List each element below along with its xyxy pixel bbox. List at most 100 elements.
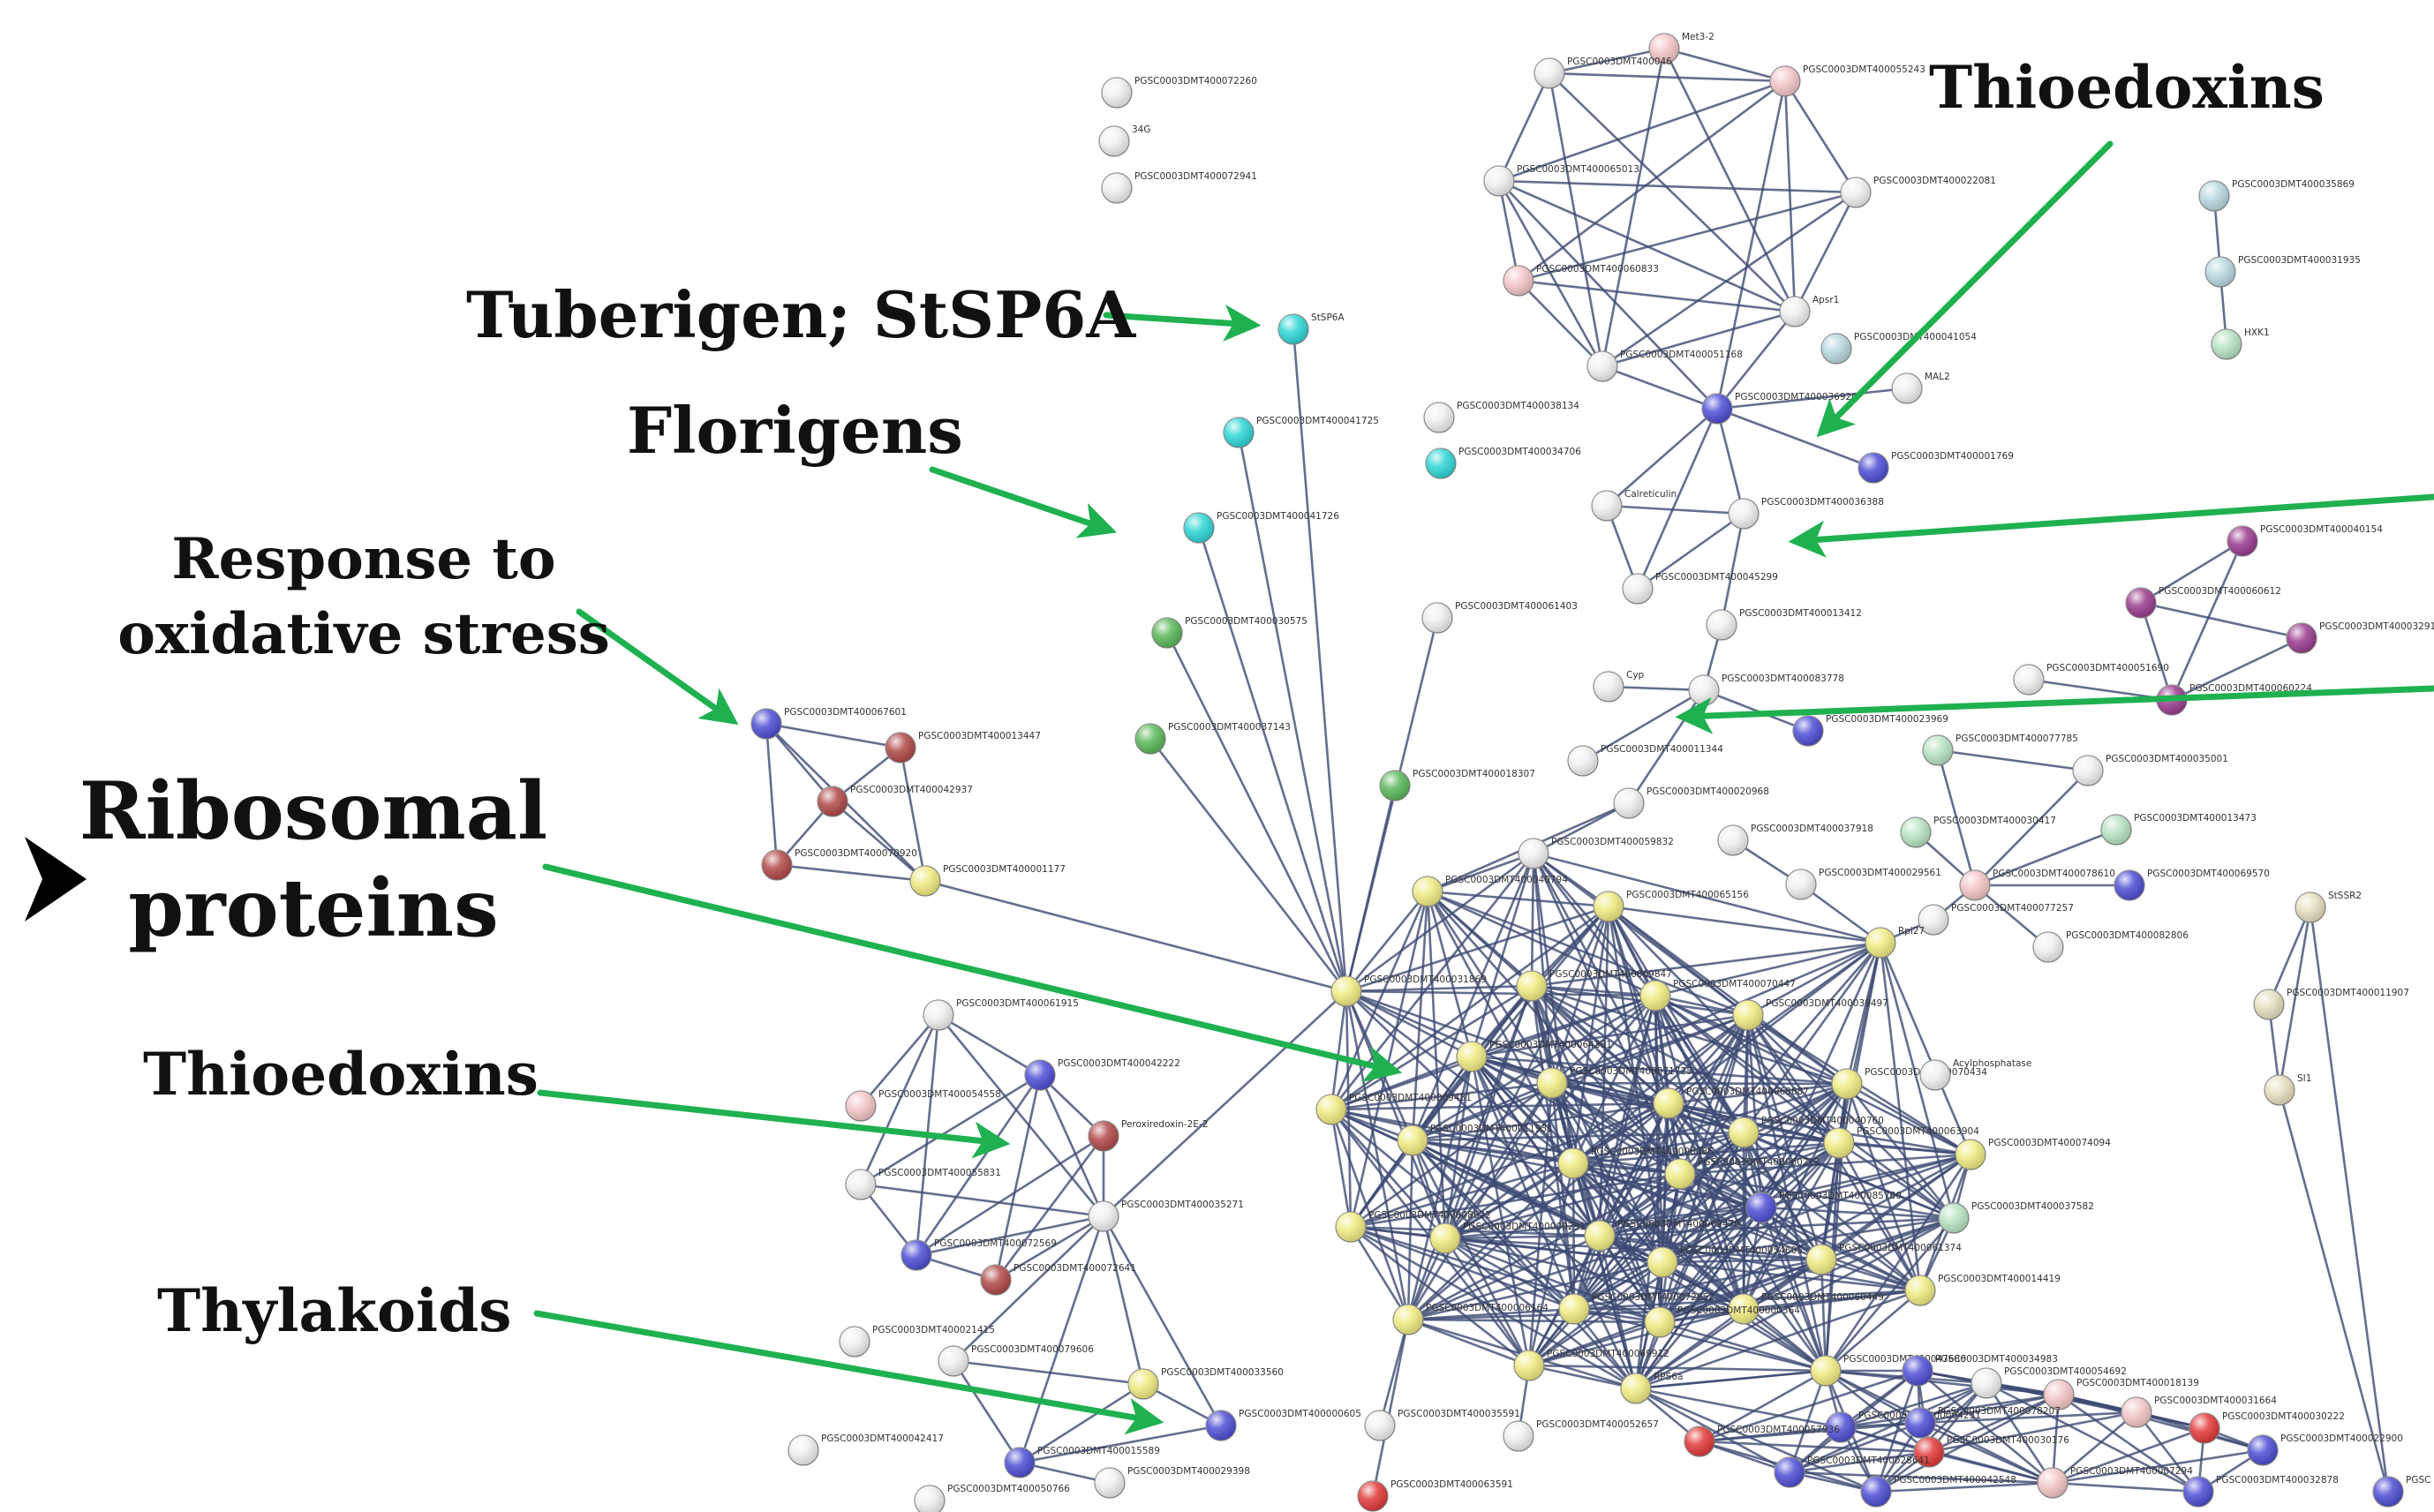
network-node[interactable]: PGSC0003DMT400035869 (2198, 179, 2355, 212)
network-node[interactable]: PGSC0003DMT400011907 (2253, 988, 2409, 1020)
network-node[interactable]: PGSC0003DMT400013473 (2100, 813, 2257, 846)
network-node[interactable]: PGSC0003DMT400001769 (1858, 451, 2014, 484)
network-node[interactable]: PGSC0003DMT400029561 (1785, 868, 1941, 900)
network-node[interactable]: PGSC0003DMT400054605 (1647, 1245, 1803, 1278)
network-node[interactable]: PGSC0003DMT400040794 (1412, 875, 1568, 907)
network-node[interactable]: PGSC0003DMT400068687 (1653, 1087, 1809, 1119)
network-node[interactable]: PGSC0003DMT400077785 (1922, 733, 2078, 766)
network-node[interactable]: PGSC0003DMT400048622 (1335, 1210, 1491, 1243)
network-node[interactable]: StSP6A (1277, 312, 1345, 345)
network-node[interactable]: PGSC0003DMT400006164 (1392, 1303, 1549, 1335)
network-node[interactable]: PGSC0003DMT400000364 (1644, 1305, 1800, 1338)
network-node[interactable]: PGSC0003DMT400051690 (2013, 663, 2169, 696)
network-node[interactable]: PGSC0003DMT400041725 (1223, 416, 1379, 448)
network-node[interactable]: PGSC0003DMT400031935 (2204, 255, 2361, 288)
network-node[interactable]: SI1 (2264, 1073, 2311, 1106)
network-node[interactable]: PGSC0003DMT400072641 (980, 1263, 1136, 1296)
network-node[interactable]: PGSC0003DMT400008386 (1557, 1147, 1714, 1179)
network-node[interactable]: PGSC0003DMT400001177 (909, 864, 1066, 897)
network-node[interactable]: PGSC0003DMT400055831 (845, 1168, 1001, 1200)
network-node[interactable]: PGSC0003DMT400014419 (1904, 1274, 2061, 1306)
network-node[interactable]: PGSC0003DMT400061915 (923, 998, 1079, 1031)
network-node[interactable]: PGSC0003DMT400064381 (1456, 1040, 1612, 1072)
network-node[interactable]: PGSC0003DMT400072260 (1101, 76, 1257, 109)
network-node[interactable]: PGSC0003DMT400038134 (1423, 401, 1579, 433)
network-node[interactable]: PGSC0003DMT400030222 (2189, 1411, 2345, 1444)
network-node[interactable]: PGSC0003DMT400009481 (1315, 1093, 1472, 1125)
network-node[interactable]: PGSC0003DMT400037143 (1134, 722, 1291, 755)
network-node[interactable]: StSSR2 (2295, 891, 2362, 923)
network-node[interactable]: PGSC0003DMT400042222 (1024, 1058, 1180, 1091)
network-node[interactable]: PGSC0003DMT400072652 (1558, 1292, 1714, 1325)
network-node[interactable]: PGSC0003DMT400035001 (2072, 754, 2228, 786)
network-node[interactable]: PGSC0003DMT400069570 (2114, 869, 2270, 901)
network-node[interactable]: PGSC0003DMT400036388 (1728, 497, 1884, 530)
network-node[interactable]: PGSC0003DMT400054558 (845, 1089, 1001, 1122)
network-node[interactable]: PGSC0003DMT400065156 (1593, 890, 1749, 922)
network-node[interactable]: PGSC0003DMT400070434 (1831, 1067, 1987, 1100)
network-node[interactable]: MAL2 (1891, 372, 1950, 404)
network-node[interactable]: PGSC0003DMT400083778 (1688, 673, 1844, 706)
network-node[interactable]: PGSC0003DMT400061374 (1805, 1243, 1962, 1275)
network-node[interactable]: PGSC0003DMT400042548 (1860, 1475, 2016, 1508)
network-node[interactable]: PGSC0003DMT400069847 (1516, 969, 1672, 1002)
network-node[interactable]: PGSC0003DMT400031664 (2121, 1395, 2277, 1428)
network-node[interactable]: PGSC0003DMT400070447 (1639, 979, 1796, 1012)
network-node[interactable]: PGSC0003DMT400071725 (1536, 1066, 1692, 1099)
network-node[interactable]: PGSC0003DMT400052657 (1503, 1419, 1659, 1452)
network-node[interactable]: PGSC0003DMT400060449 (1728, 1292, 1884, 1325)
network-node[interactable]: PGSC0003DMT400060612 (2125, 586, 2281, 619)
network-node[interactable]: PGSC0003DMT400060212 (1664, 1157, 1820, 1190)
network-node[interactable]: Apsr1 (1779, 295, 1839, 327)
network-node[interactable]: PGSC0003DMT400023969 (1792, 714, 1948, 747)
network-node[interactable]: PGSC0003DMT400057936 (1684, 1425, 1840, 1457)
network-node[interactable]: PGSC0003DMT400000605 (1205, 1409, 1361, 1441)
network-node[interactable]: Acylphosphatase (1919, 1058, 2031, 1091)
network-node[interactable]: PGSC0003DMT400060833 (1503, 264, 1659, 297)
network-node[interactable]: PGSC0003DMT400030417 (1900, 816, 2056, 848)
network-node[interactable]: PGSC0003DMT400042417 (787, 1433, 944, 1466)
network-node[interactable]: PGSC0003DMT400028641 (1774, 1456, 1930, 1488)
network-node[interactable]: PGSC0003DMT400047686 (1810, 1354, 1966, 1387)
network-node[interactable]: Peroxiredoxin-2E-2 (1088, 1119, 1208, 1152)
network-node[interactable]: PGSC0003DMT400078207 (1904, 1406, 2061, 1439)
network-node[interactable]: PGSC0003DMT400072941 (1101, 171, 1257, 204)
network-node[interactable]: PGSC0003DMT400035591 (1364, 1409, 1520, 1441)
network-node[interactable]: Met3-2 (1648, 32, 1714, 64)
network-node[interactable]: PGSC0003DMT400045299 (1622, 572, 1778, 605)
network-node[interactable]: PGSC0003DMT400021415 (839, 1325, 995, 1358)
network-node[interactable]: Rpl27 (1865, 926, 1925, 959)
network-node[interactable]: PGSC0003DMT400022081 (1840, 176, 1996, 208)
network-node[interactable]: PGSC0003DMT400070920 (761, 848, 917, 881)
network-node[interactable]: PGSC0003DMT400030176 (1913, 1435, 2069, 1468)
network-node[interactable]: PGSC0003DMT400015589 (1004, 1446, 1160, 1478)
network-node[interactable]: PGSC (2372, 1475, 2430, 1508)
network-node[interactable]: PGSC0003DMT400069912 (1513, 1349, 1669, 1381)
network-node[interactable]: PGSC0003DMT400033560 (1127, 1367, 1284, 1400)
network-node[interactable]: PGSC0003DMT400069470 (1584, 1219, 1740, 1252)
network-node[interactable]: PGSC0003DMT400041726 (1183, 511, 1339, 544)
network-node[interactable]: PGSC0003DMT400046 (1533, 56, 1672, 89)
network-node[interactable]: Calreticulin (1591, 489, 1677, 522)
network-node[interactable]: PGSC0003DMT400040154 (2227, 524, 2383, 557)
network-node[interactable]: PGSC0003DMT400072569 (901, 1238, 1057, 1271)
network-node[interactable]: PGSC0003DMT400035271 (1088, 1200, 1244, 1232)
network-node[interactable]: PGSC0003DMT400059832 (1518, 837, 1674, 869)
network-node[interactable]: PGSC0003DMT400022900 (2247, 1433, 2403, 1466)
network-node[interactable]: PGSC0003DMT400063904 (1823, 1126, 1979, 1159)
network-node[interactable]: HXK1 (2211, 327, 2270, 360)
network-node[interactable]: PGSC0003DMT400079606 (938, 1344, 1094, 1377)
network-node[interactable]: PGSC0003DMT400037918 (1717, 824, 1873, 856)
network-node[interactable]: PGSC0003DMT400031869 (1330, 974, 1487, 1007)
network-node[interactable]: PGSC0003DMT400051168 (1586, 350, 1743, 382)
network-node[interactable]: PGSC0003DMT400040760 (1728, 1116, 1884, 1148)
network-node[interactable]: PGSC0003DMT400055243 (1769, 64, 1925, 97)
network-node[interactable]: PGSC0003DMT400054692 (1971, 1366, 2127, 1399)
network-node[interactable]: PGSC0003DMT400011931 (1397, 1124, 1553, 1156)
network-node[interactable]: RPS6a (1620, 1372, 1683, 1404)
network-node[interactable]: PGSC0003DMT400011344 (1567, 744, 1723, 777)
network-node[interactable]: PGSC0003DMT400042937 (817, 785, 973, 817)
network-node[interactable]: PGSC0003DMT400067601 (750, 707, 907, 740)
network-node[interactable]: PGSC0003DMT400032878 (2182, 1475, 2339, 1508)
network-node[interactable]: PGSC0003DMT400034983 (1902, 1354, 2058, 1387)
